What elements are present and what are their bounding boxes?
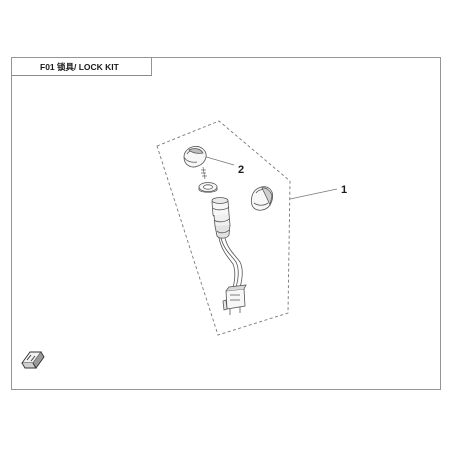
- washer-ring-part: [198, 182, 218, 193]
- callout-2-label: 2: [238, 164, 244, 176]
- connector-plug-part: [222, 284, 247, 315]
- sheet-title: F01 锁具/ LOCK KIT: [40, 62, 120, 72]
- title-tab: [11, 57, 152, 76]
- lock-cap-part: [183, 146, 207, 168]
- spring-pin-part: [201, 166, 207, 180]
- key-part: [250, 186, 274, 211]
- callout-1-leader: [289, 188, 338, 200]
- assembly-dashed-outline: [156, 120, 291, 336]
- drawing-frame: [11, 57, 441, 390]
- brand-logo-icon: [21, 351, 45, 369]
- callout-2-leader: [202, 155, 235, 166]
- lock-cylinder-part: [211, 197, 231, 239]
- callout-1-label: 1: [341, 184, 347, 196]
- wire-harness-part: [218, 237, 243, 292]
